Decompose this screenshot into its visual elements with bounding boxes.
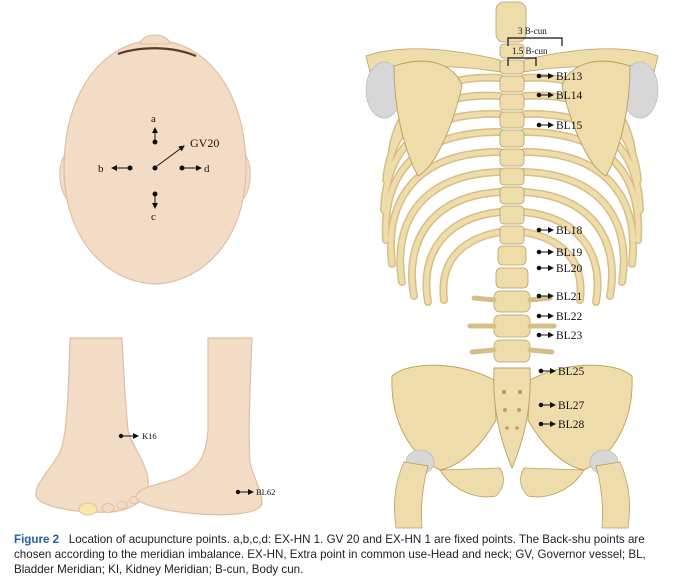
point-c-label: c	[151, 211, 156, 223]
bl19-label: BL19	[556, 247, 582, 259]
bl28-label: BL28	[558, 419, 584, 431]
figure-caption: Figure 2 Location of acupuncture points.…	[14, 532, 670, 577]
bl22-label: BL22	[556, 311, 582, 323]
bracket-3-bcun-label: 3 B-cun	[518, 26, 547, 36]
feet-illustration	[35, 337, 263, 516]
gv20-label: GV20	[190, 136, 219, 150]
bl15-label: BL15	[556, 120, 582, 132]
point-b-label: b	[98, 163, 104, 175]
figure-caption-text: Location of acupuncture points. a,b,c,d:…	[14, 533, 646, 576]
bl23-label: BL23	[556, 330, 582, 342]
bl14-label: BL14	[556, 90, 582, 102]
point-d-label: d	[204, 163, 210, 175]
point-a-label: a	[151, 113, 156, 125]
b-cun-brackets: 3 B-cun 1.5 B-cun	[507, 26, 563, 66]
figure-number: Figure 2	[14, 533, 60, 546]
bl62-label: BL62	[256, 487, 275, 497]
head-top-view	[59, 34, 251, 285]
bl27-label: BL27	[558, 400, 584, 412]
bl21-label: BL21	[556, 291, 582, 303]
head-points: a GV20 b d c	[98, 113, 219, 223]
figure-illustration: a GV20 b d c K16 BL62	[35, 1, 659, 529]
k16-label: K16	[142, 431, 157, 441]
bracket-1p5-bcun-label: 1.5 B-cun	[512, 46, 548, 56]
bl20-label: BL20	[556, 263, 582, 275]
bl18-label: BL18	[556, 225, 582, 237]
back-shu-points: BL13 BL14 BL15 BL18 BL19 BL20 BL21 BL22 …	[536, 71, 584, 431]
bl13-label: BL13	[556, 71, 582, 83]
skeleton-posterior	[365, 1, 659, 529]
bl25-label: BL25	[558, 366, 584, 378]
foot-points: K16 BL62	[118, 431, 275, 497]
